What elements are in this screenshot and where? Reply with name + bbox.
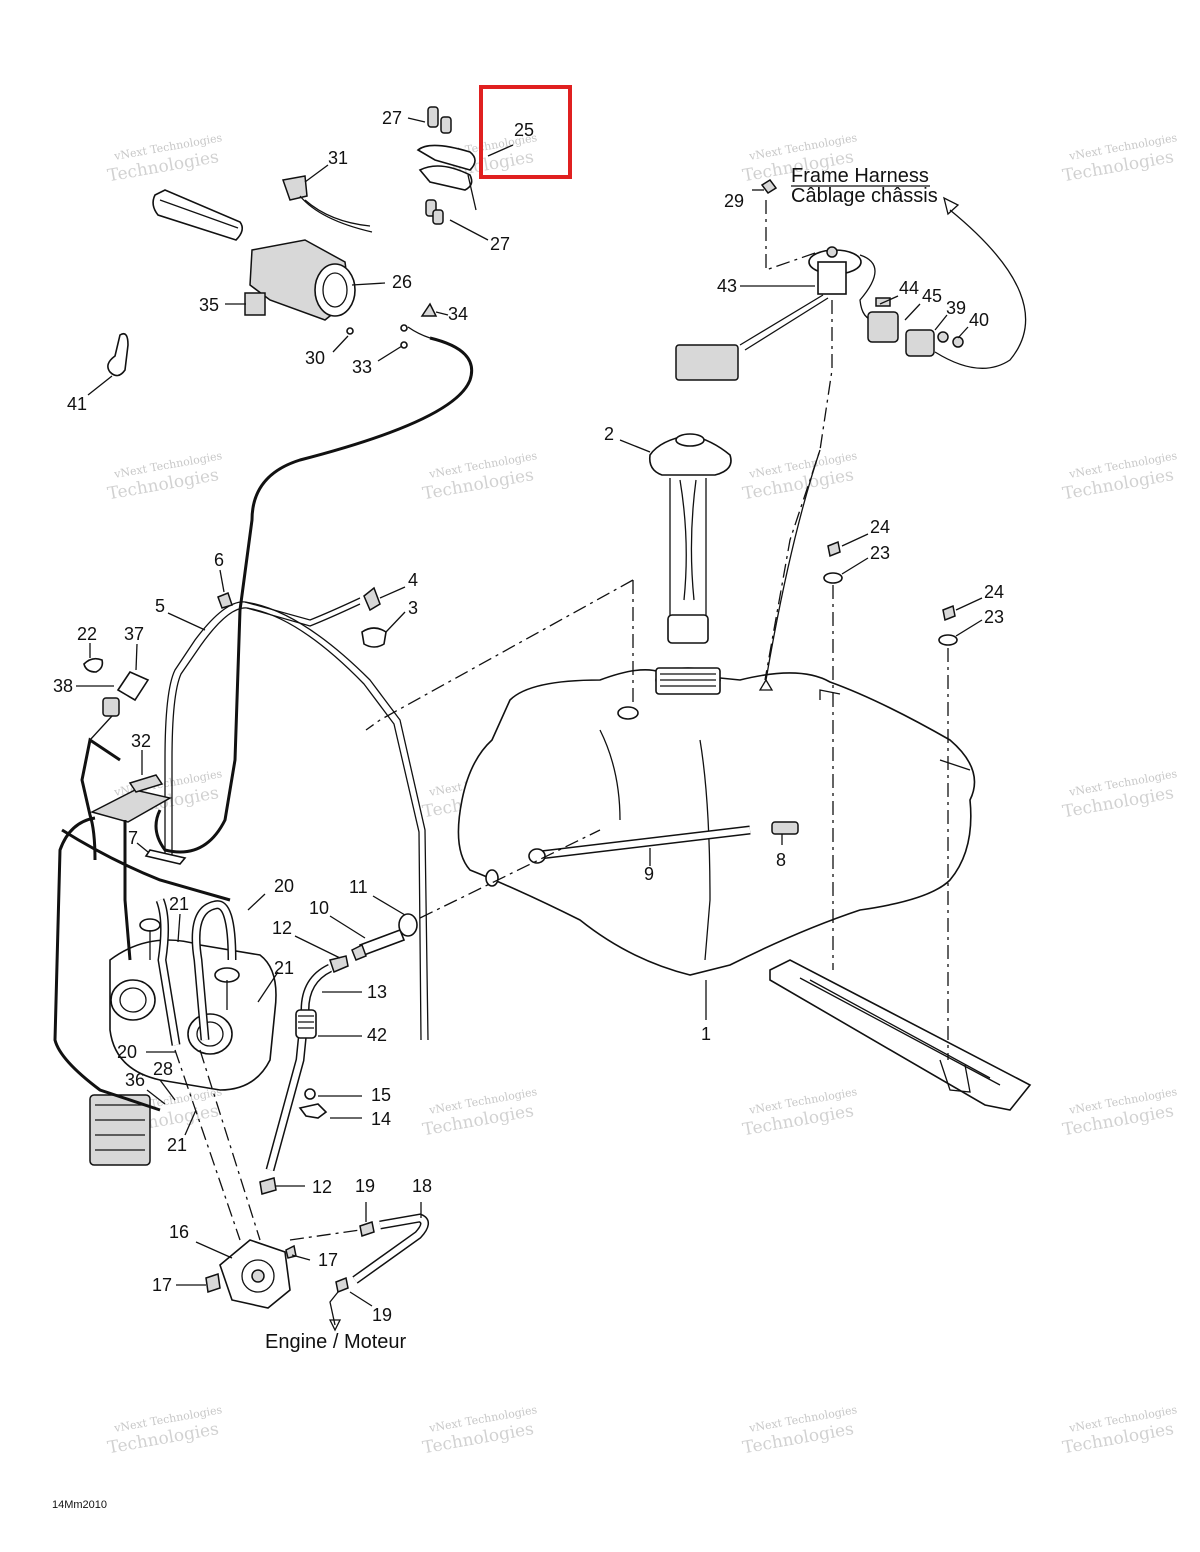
callout-27: 27	[490, 234, 510, 254]
callout-10: 10	[309, 898, 329, 918]
callout-17: 17	[318, 1250, 338, 1270]
callout-42: 42	[367, 1025, 387, 1045]
hose-bracket	[298, 1088, 328, 1119]
callout-9: 9	[644, 864, 654, 884]
callout-17: 17	[152, 1275, 172, 1295]
carb-vent-hoses	[155, 898, 237, 1046]
callout-34: 34	[448, 304, 468, 324]
callout-31: 31	[328, 148, 348, 168]
assembly-links	[174, 1049, 361, 1241]
callout-38: 38	[53, 676, 73, 696]
callout-37: 37	[124, 624, 144, 644]
callout-36: 36	[125, 1070, 145, 1090]
callout-44: 44	[899, 278, 919, 298]
callout-43: 43	[717, 276, 737, 296]
callout-32: 32	[131, 731, 151, 751]
callout-4: 4	[408, 570, 418, 590]
callout-41: 41	[67, 394, 87, 414]
callout-7: 7	[128, 828, 138, 848]
assembly-lines	[365, 200, 949, 1060]
tank-fuel-line	[528, 821, 799, 864]
fuel-cap-gauge[interactable]	[648, 433, 732, 644]
callout-20: 20	[117, 1042, 137, 1062]
callout-45: 45	[922, 286, 942, 306]
callout-39: 39	[946, 298, 966, 318]
callout-19: 19	[372, 1305, 392, 1325]
engine-label: Engine / Moteur	[265, 1331, 407, 1353]
callout-16: 16	[169, 1222, 189, 1242]
tank-outlet-fitting	[351, 913, 418, 961]
callout-8: 8	[776, 850, 786, 870]
callout-18: 18	[412, 1176, 432, 1196]
callout-29: 29	[724, 191, 744, 211]
callout-40: 40	[969, 310, 989, 330]
callout-1: 1	[701, 1024, 711, 1044]
leader-lines	[76, 117, 983, 1307]
impulse-line	[328, 1213, 429, 1332]
callout-24: 24	[870, 517, 890, 537]
callout-6: 6	[214, 550, 224, 570]
harness-connectors	[760, 178, 964, 357]
callout-14: 14	[371, 1109, 391, 1129]
fitting-parts	[217, 586, 387, 648]
callout-3: 3	[408, 598, 418, 618]
callout-21: 21	[167, 1135, 187, 1155]
fuel-line-13	[259, 955, 349, 1195]
footer-code: 14Mm2010	[52, 1499, 107, 1511]
callout-30: 30	[305, 348, 325, 368]
fuel-sender-unit[interactable]	[675, 246, 876, 381]
callout-13: 13	[367, 982, 387, 1002]
callout-26: 26	[392, 272, 412, 292]
callout-19: 19	[355, 1176, 375, 1196]
callout-23: 23	[984, 607, 1004, 627]
highlight-box	[479, 85, 572, 179]
primer-harness	[53, 657, 231, 1112]
fuel-pump[interactable]	[205, 1239, 297, 1309]
callout-28: 28	[153, 1059, 173, 1079]
tank-mounting-rail	[769, 959, 1032, 1111]
tank-hardware	[823, 540, 958, 646]
callout-20: 20	[274, 876, 294, 896]
callouts: 1 2 3 4 5 6 7 8 9 10 11 12 12 13 14 15 1…	[53, 108, 1004, 1325]
throttle-assembly[interactable]	[107, 106, 477, 377]
frame-harness-text: Frame Harness	[791, 165, 929, 187]
callout-27: 27	[382, 108, 402, 128]
callout-21: 21	[274, 958, 294, 978]
callout-2: 2	[604, 424, 614, 444]
callout-22: 22	[77, 624, 97, 644]
callout-21: 21	[169, 894, 189, 914]
callout-5: 5	[155, 596, 165, 616]
callout-12: 12	[312, 1177, 332, 1197]
callout-35: 35	[199, 295, 219, 315]
callout-11: 11	[349, 877, 368, 897]
frame-harness-arrow	[934, 209, 1027, 369]
callout-23: 23	[870, 543, 890, 563]
callout-24: 24	[984, 582, 1004, 602]
fuel-line-5	[164, 597, 429, 1041]
frame-harness-label: Frame Harness Câblage châssis	[791, 165, 938, 207]
callout-33: 33	[352, 357, 372, 377]
fuel-tank[interactable]	[457, 667, 976, 976]
callout-25: 25	[514, 120, 534, 140]
callout-12: 12	[272, 918, 292, 938]
frame-harness-text-fr: Câblage châssis	[791, 185, 938, 207]
callout-15: 15	[371, 1085, 391, 1105]
